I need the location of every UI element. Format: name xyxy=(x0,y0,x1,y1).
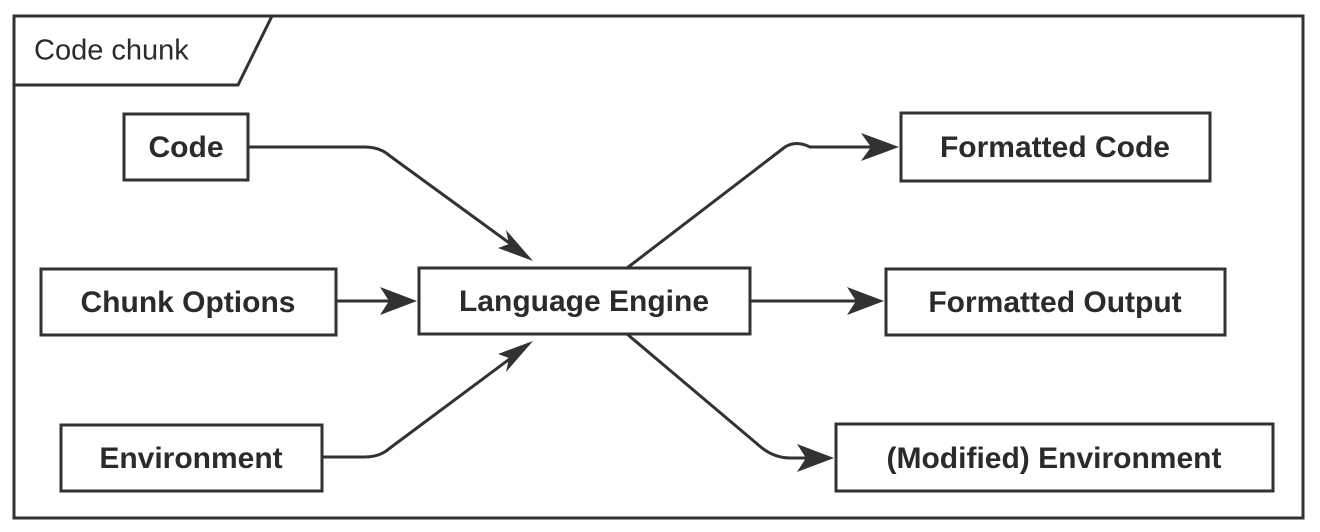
arrowhead-engine-to-formatted-output xyxy=(847,287,884,315)
edge-environment-to-engine xyxy=(322,341,533,459)
edge-engine-to-modified-environment xyxy=(626,332,834,472)
node-code-box[interactable] xyxy=(122,112,250,182)
node-formatted-output[interactable]: Formatted Output xyxy=(884,267,1227,337)
node-environment-label: Environment xyxy=(99,442,282,475)
node-modified-environment[interactable]: (Modified) Environment xyxy=(834,422,1275,493)
arrowhead-chunk-options-to-engine xyxy=(380,287,417,315)
code-chunk-tab-shape xyxy=(12,14,275,87)
arrowhead-code-to-engine xyxy=(498,230,533,261)
edge-code-to-engine xyxy=(248,145,533,261)
node-formatted-output-label: Formatted Output xyxy=(928,286,1181,319)
node-code[interactable]: Code xyxy=(122,112,250,182)
node-modified-environment-label: (Modified) Environment xyxy=(887,442,1222,475)
code-chunk-group-label: Code chunk xyxy=(34,35,189,67)
node-formatted-code[interactable]: Formatted Code xyxy=(899,111,1212,183)
edge-engine-to-formatted-code xyxy=(626,133,899,270)
node-code-label: Code xyxy=(149,131,224,164)
node-chunk-options-box[interactable] xyxy=(39,267,338,337)
arrowhead-engine-to-modified-environment xyxy=(797,444,834,472)
arrowhead-environment-to-engine xyxy=(498,341,533,372)
node-formatted-output-box[interactable] xyxy=(884,267,1227,337)
node-chunk-options-label: Chunk Options xyxy=(81,286,296,319)
node-formatted-code-label: Formatted Code xyxy=(940,131,1170,164)
node-language-engine-label: Language Engine xyxy=(459,285,709,318)
node-formatted-code-box[interactable] xyxy=(899,111,1212,183)
node-environment-box[interactable] xyxy=(59,423,324,493)
node-chunk-options[interactable]: Chunk Options xyxy=(39,267,338,337)
edge-chunk-options-to-engine xyxy=(336,287,417,315)
edge-engine-to-formatted-output xyxy=(750,287,884,315)
arrowhead-engine-to-formatted-code xyxy=(861,133,899,161)
node-modified-environment-box[interactable] xyxy=(834,422,1275,493)
node-language-engine-box[interactable] xyxy=(417,266,752,336)
node-environment[interactable]: Environment xyxy=(59,423,324,493)
node-language-engine[interactable]: Language Engine xyxy=(417,266,752,336)
